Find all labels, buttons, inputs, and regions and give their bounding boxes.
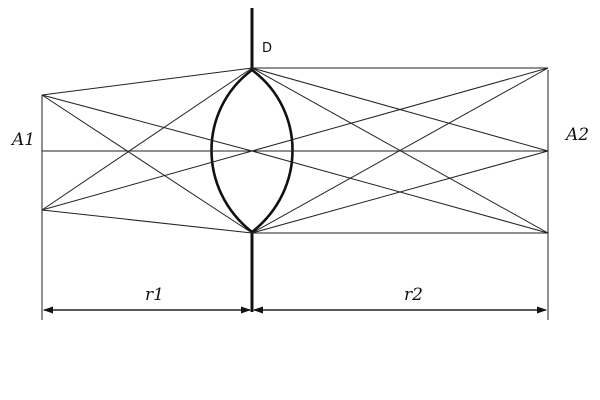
- lens-label: D: [262, 41, 272, 56]
- ray-l4: [41, 67, 253, 211]
- ray-l2: [41, 94, 253, 152]
- object-distance-label: r1: [145, 285, 164, 305]
- image-plane-label: A2: [564, 125, 589, 145]
- ray-r6: [251, 67, 549, 234]
- ray-r4: [251, 150, 549, 234]
- ray-l5: [41, 150, 253, 211]
- image-distance-label: r2: [404, 285, 423, 305]
- ray-l6: [41, 209, 253, 234]
- ray-l1: [41, 67, 253, 96]
- ray-l3: [41, 94, 253, 234]
- object-plane-label: A1: [10, 130, 35, 150]
- ray-r3: [251, 67, 549, 152]
- lens: [210, 68, 294, 234]
